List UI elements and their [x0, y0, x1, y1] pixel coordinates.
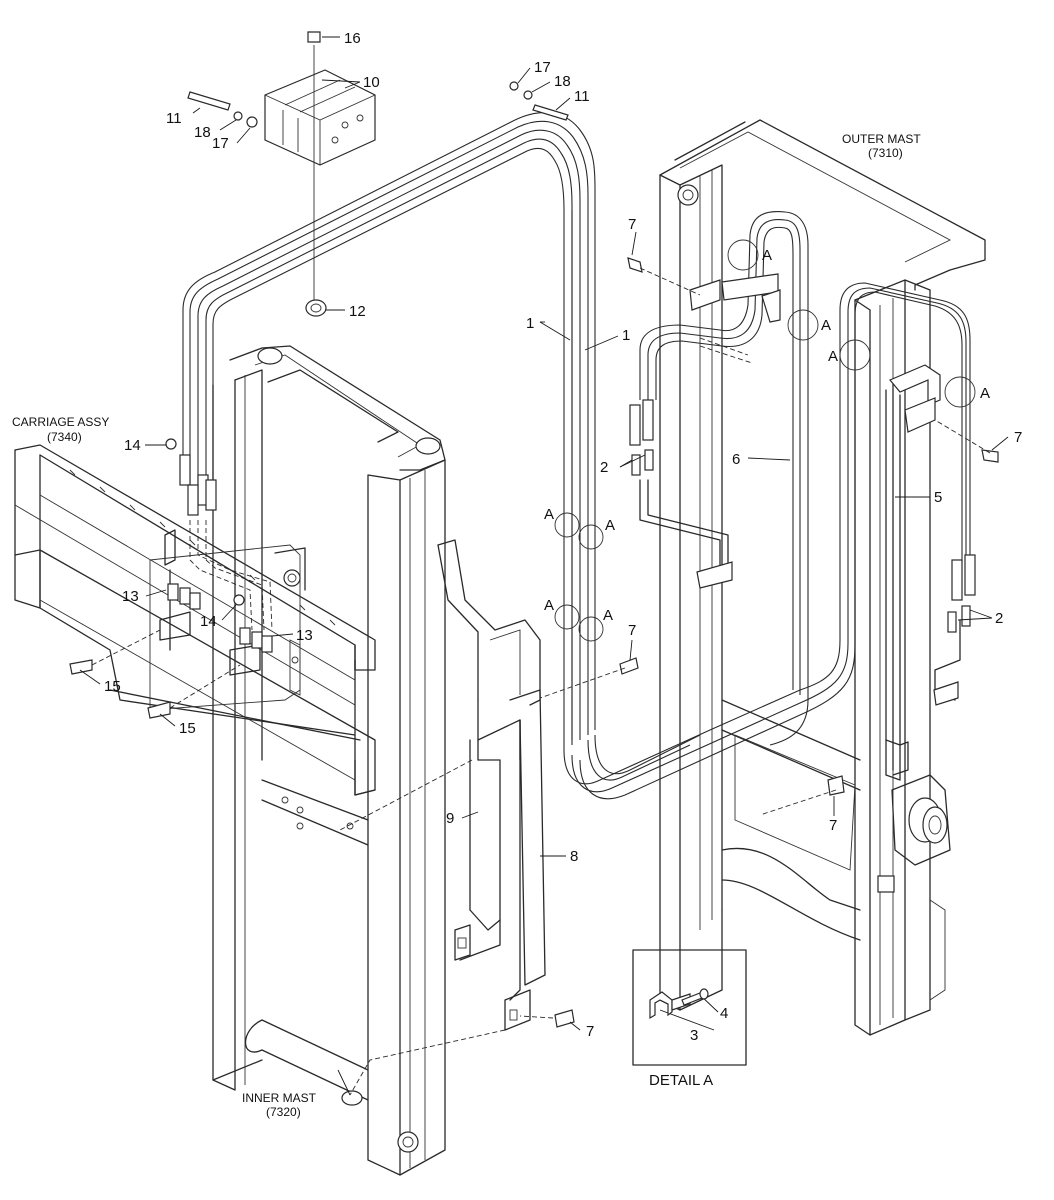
inner-mast-name: INNER MAST	[242, 1091, 317, 1105]
callout-17: 17	[534, 59, 551, 76]
hose-6	[639, 211, 809, 746]
callout-8: 8	[570, 848, 578, 865]
carriage-assy	[14, 444, 376, 796]
callout-14: 14	[200, 613, 217, 630]
callout-1: 1	[526, 315, 534, 332]
marker-a: A	[762, 247, 772, 264]
marker-a: A	[828, 348, 838, 365]
detail-a-markers	[554, 239, 976, 642]
callout-7: 7	[586, 1023, 594, 1040]
outer-mast-code: (7310)	[868, 146, 903, 160]
callout-13: 13	[296, 627, 313, 644]
marker-a: A	[544, 597, 554, 614]
marker-a: A	[980, 385, 990, 402]
callout-7: 7	[1014, 429, 1022, 446]
callout-9: 9	[446, 810, 454, 827]
callout-17: 17	[212, 135, 229, 152]
callout-18: 18	[194, 124, 211, 141]
callout-6: 6	[732, 451, 740, 468]
callout-2: 2	[600, 459, 608, 476]
callout-2: 2	[995, 610, 1003, 627]
callout-15: 15	[104, 678, 121, 695]
carriage-assy-name: CARRIAGE ASSY	[12, 415, 109, 429]
hose-guide-brackets	[437, 539, 546, 1031]
callout-10: 10	[363, 74, 380, 91]
callout-12: 12	[349, 303, 366, 320]
marker-a: A	[544, 506, 554, 523]
hose-bundle-1	[182, 112, 971, 800]
callout-7: 7	[628, 216, 636, 233]
callout-15: 15	[179, 720, 196, 737]
hose-clamp-block	[187, 31, 569, 317]
detail-a-frame	[632, 949, 747, 1066]
callout-4: 4	[720, 1005, 728, 1022]
outer-mast-name: OUTER MAST	[842, 132, 921, 146]
callout-16: 16	[344, 30, 361, 47]
callout-13: 13	[122, 588, 139, 605]
callout-3: 3	[690, 1027, 698, 1044]
callout-18: 18	[554, 73, 571, 90]
alignment-dashes	[91, 267, 991, 1096]
marker-a: A	[603, 607, 613, 624]
callout-5: 5	[934, 489, 942, 506]
leader-lines	[79, 36, 1009, 1096]
callout-1: 1	[622, 327, 630, 344]
marker-a: A	[821, 317, 831, 334]
hose-5	[885, 379, 961, 781]
fittings	[69, 257, 999, 1028]
detail-a-title: DETAIL A	[649, 1072, 713, 1089]
marker-a: A	[605, 517, 615, 534]
carriage-assy-code: (7340)	[47, 430, 82, 444]
callout-7: 7	[829, 817, 837, 834]
callout-11: 11	[574, 88, 590, 105]
inner-mast	[212, 345, 446, 1176]
callout-11: 11	[166, 110, 182, 127]
inner-mast-code: (7320)	[266, 1105, 301, 1119]
callout-14: 14	[124, 437, 141, 454]
detail-a-inset: DETAIL A	[632, 949, 747, 1089]
callout-7: 7	[628, 622, 636, 639]
